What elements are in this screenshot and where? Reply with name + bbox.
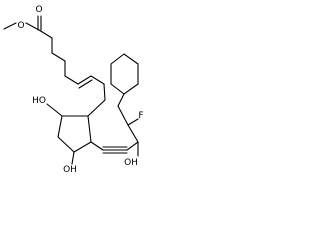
label-ring-hydroxyl-bottom: OH — [63, 165, 77, 175]
omega-chain — [90, 93, 139, 157]
ring-bond-4 — [73, 141, 92, 153]
ring-bond-2 — [57, 115, 63, 138]
ring-bond-5 — [87, 115, 92, 143]
label-chain-hydroxyl: OH — [124, 158, 138, 168]
label-carbonyl-oxygen: O — [35, 5, 42, 15]
bond-ch2-to-cyclohexyl — [117, 93, 125, 107]
bond-chain-7 — [103, 83, 106, 101]
bond-chain-to-ring — [87, 99, 106, 117]
cyclopentane-ring — [46, 103, 92, 165]
bond-carbinol-to-cf — [127, 124, 139, 143]
bond-alkene-b — [78, 79, 93, 89]
structure-canvas: O O HO OH OH F — [0, 0, 165, 193]
label-fluorine: F — [138, 111, 143, 121]
cyclohexane-ring — [110, 53, 139, 95]
label-ring-hydroxyl-top: HO — [32, 96, 46, 106]
label-ester-oxygen: O — [17, 21, 24, 31]
cyclohexane-hexagon — [110, 53, 139, 95]
bond-ring-oh-bottom — [71, 151, 75, 165]
bond-o-carbonyl-carbon — [25, 22, 40, 31]
bond-ring-to-alkyne — [90, 141, 104, 151]
ring-bond-3 — [57, 136, 75, 153]
bond-alkyne-to-carbinol — [126, 141, 139, 151]
bond-chain-1 — [38, 29, 53, 39]
bond-ring-oh-top — [46, 103, 63, 117]
bond-chain-6 — [90, 75, 105, 85]
bond-methyl-o — [3, 22, 17, 30]
methyl-ester-group — [3, 15, 42, 31]
bond-alkene-a — [77, 75, 92, 85]
bond-cf-f — [127, 118, 139, 126]
bond-chain-5 — [64, 75, 79, 85]
alpha-chain — [38, 29, 106, 117]
bond-cf-to-ch2 — [117, 105, 129, 126]
bond-chain-3 — [51, 52, 66, 62]
chemical-structure-diagram: O O HO OH OH F — [3, 5, 144, 175]
